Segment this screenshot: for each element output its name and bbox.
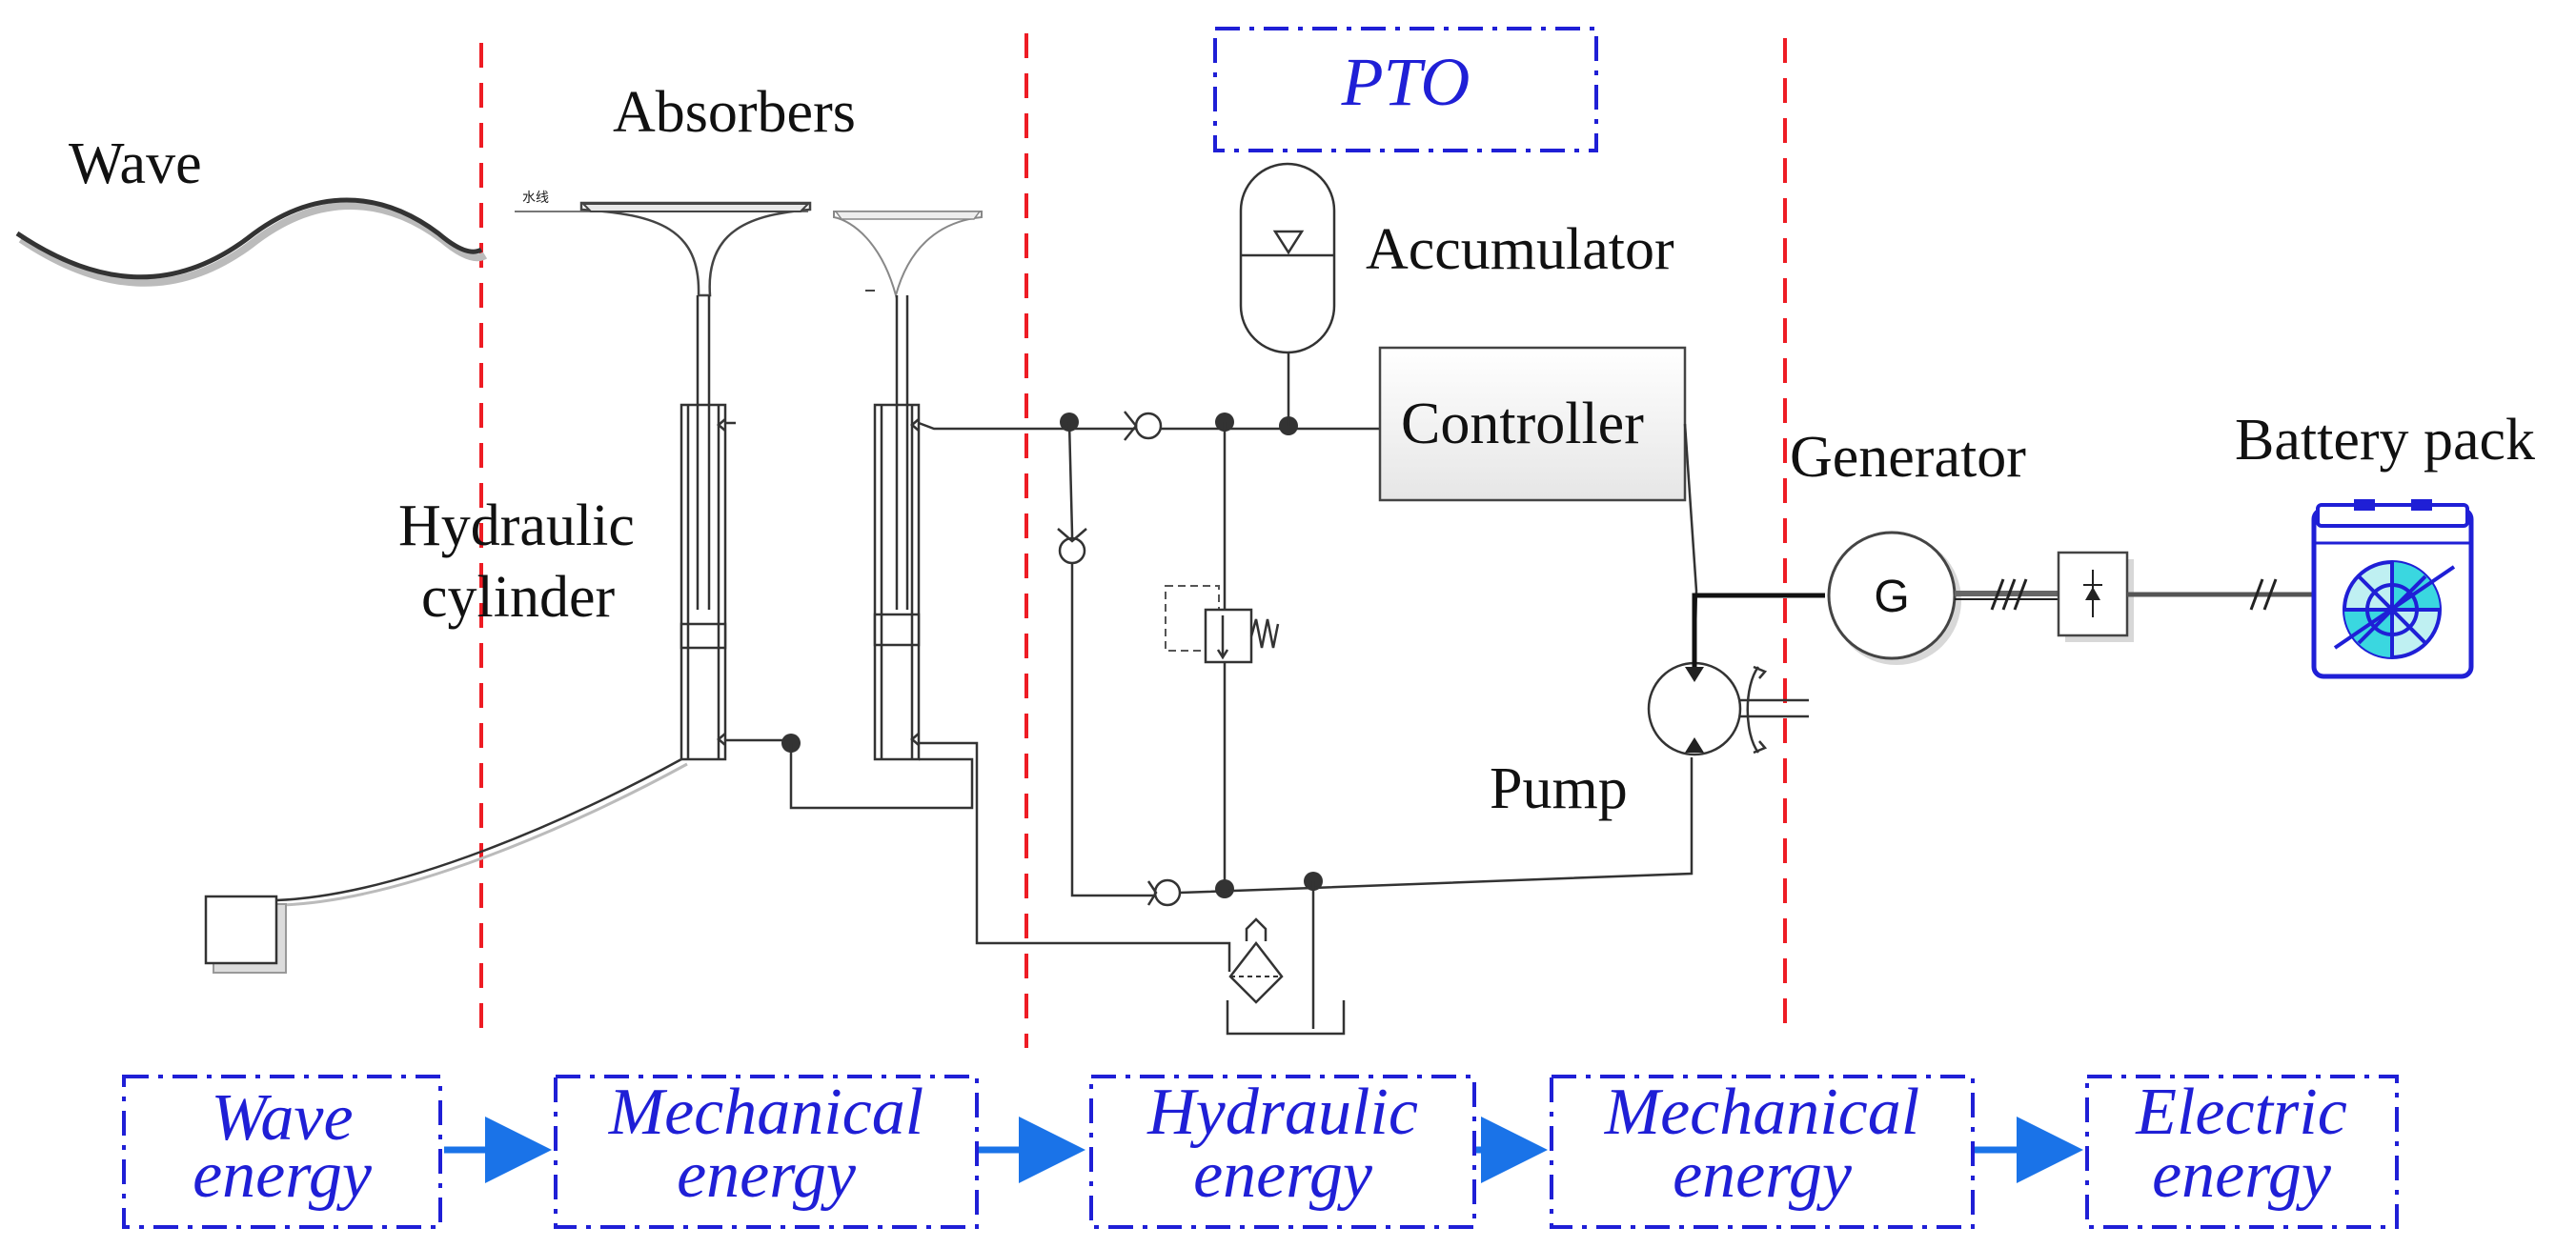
absorber-buoy-1 xyxy=(579,201,812,297)
battery-pack-label: Battery pack xyxy=(2235,408,2535,473)
mooring-line xyxy=(275,757,688,907)
reservoir-tank xyxy=(1226,1000,1346,1036)
controller-label: Controller xyxy=(1401,392,1644,456)
battery-pack-icon xyxy=(2311,499,2474,679)
generator-symbol: G xyxy=(1874,572,1909,622)
check-valve-bottom xyxy=(1146,878,1182,907)
pump-icon xyxy=(1647,661,1809,756)
absorbers-label: Absorbers xyxy=(613,80,856,145)
waterline-label: 水线 xyxy=(522,190,549,205)
flow-box-hydraulic-line2: energy xyxy=(1193,1138,1373,1212)
pump-label: Pump xyxy=(1490,756,1628,821)
wave-icon xyxy=(15,197,488,287)
flow-box-mech2-line2: energy xyxy=(1673,1138,1853,1212)
filter-icon xyxy=(1228,917,1284,1004)
flow-box-electric-line1: Electric xyxy=(2135,1076,2347,1149)
flow-box-mech2-line1: Mechanical xyxy=(1604,1076,1919,1149)
flow-box-mechanical-energy-2: Mechanical energy xyxy=(1550,1075,1975,1229)
flow-box-mech1-line2: energy xyxy=(677,1138,857,1212)
pto-box xyxy=(1213,27,1598,152)
three-phase-marks xyxy=(1990,578,2028,611)
accumulator-label: Accumulator xyxy=(1366,217,1674,282)
flow-box-hydraulic-line1: Hydraulic xyxy=(1146,1076,1418,1149)
absorber-buoy-2 xyxy=(833,211,983,299)
controller-box xyxy=(1378,346,1687,502)
flow-box-wave-line2: energy xyxy=(193,1138,373,1212)
relief-valve xyxy=(1165,585,1280,664)
generator-label: Generator xyxy=(1790,425,2026,490)
flow-box-electric-line2: energy xyxy=(2152,1138,2332,1212)
flow-box-mechanical-energy-1: Mechanical energy xyxy=(554,1075,979,1229)
hydraulic-cylinder-label-2: cylinder xyxy=(421,565,615,630)
accumulator-icon xyxy=(1239,162,1336,354)
generator-icon xyxy=(1827,531,1961,665)
pto-label: PTO xyxy=(1341,44,1471,120)
hydraulic-cylinder-1 xyxy=(679,295,736,761)
wave-label: Wave xyxy=(69,131,202,196)
flow-box-wave-energy: Wave energy xyxy=(122,1075,442,1229)
hydraulic-cylinder-label-1: Hydraulic xyxy=(398,493,635,558)
flow-box-electric-energy: Electric energy xyxy=(2085,1075,2399,1229)
flow-box-hydraulic-energy: Hydraulic energy xyxy=(1089,1075,1476,1229)
flow-box-mech1-line1: Mechanical xyxy=(608,1076,923,1149)
dc-marks xyxy=(2249,578,2278,611)
flow-box-wave-line1: Wave xyxy=(211,1081,353,1155)
rectifier-icon xyxy=(2057,551,2134,642)
check-valve-top xyxy=(1124,411,1163,441)
check-valve-left xyxy=(1057,528,1087,565)
anchor-block xyxy=(204,895,287,974)
hydraulic-cylinder-2 xyxy=(873,295,921,761)
